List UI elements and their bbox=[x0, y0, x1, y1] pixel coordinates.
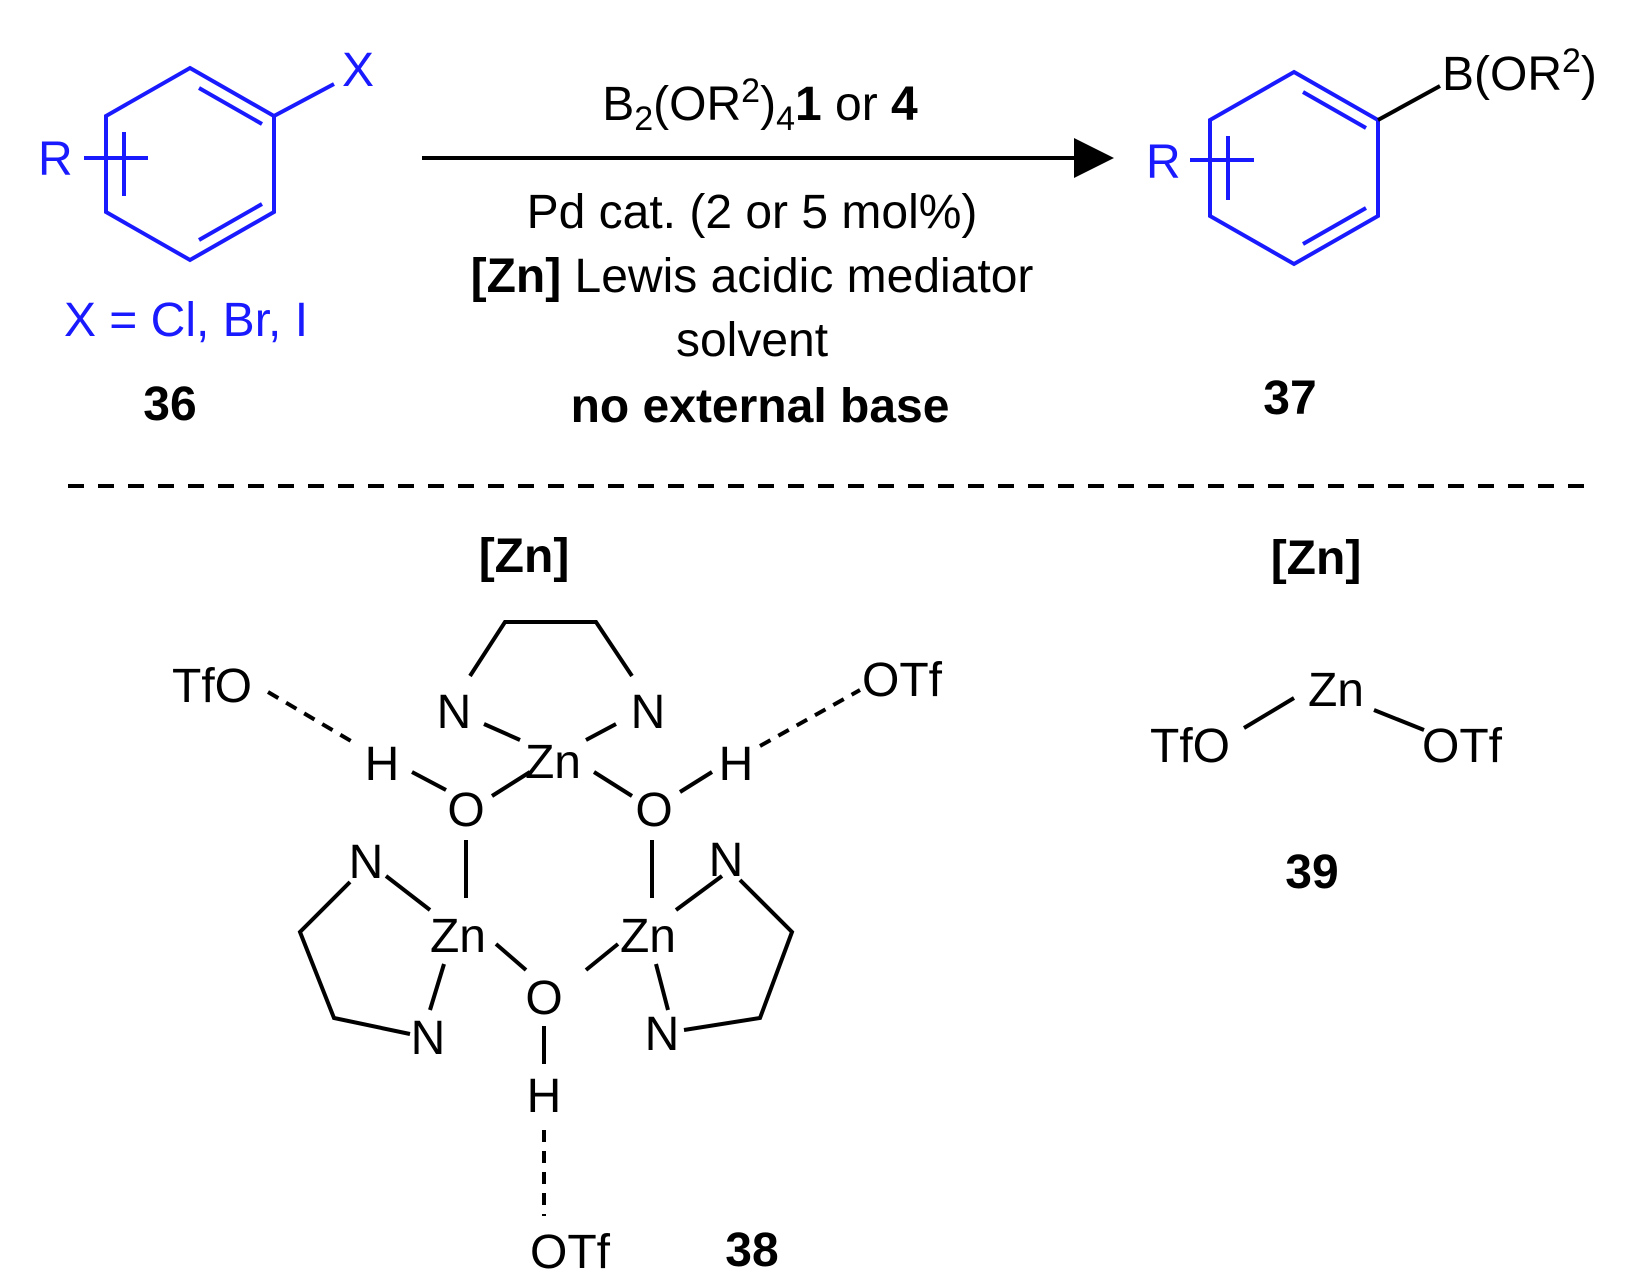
substrate-leaving-group: X bbox=[342, 44, 374, 97]
product-cb-bond bbox=[1377, 84, 1441, 122]
substrate-benzene-ring bbox=[104, 65, 276, 263]
solvent-label: solvent bbox=[676, 314, 828, 367]
zinc-top: Zn bbox=[525, 736, 581, 789]
zinc-right: Zn bbox=[620, 910, 676, 963]
right-ethylene-bridge bbox=[683, 878, 795, 1032]
nitrogen-left-upper: N bbox=[349, 836, 384, 889]
triflate-right-39: OTf bbox=[1422, 720, 1503, 773]
zinc-left: Zn bbox=[430, 910, 486, 963]
oxygen-right: O bbox=[635, 784, 672, 837]
substrate-cx-bond bbox=[273, 82, 335, 118]
oxygen-left: O bbox=[447, 784, 484, 837]
cluster-structure-38: TfO OTf N N Zn H H O O N N Zn Zn O N N H… bbox=[172, 620, 943, 1279]
hydrogen-central: H bbox=[527, 1070, 562, 1123]
nitrogen-top-right: N bbox=[631, 686, 666, 739]
nitrogen-top-left: N bbox=[437, 686, 472, 739]
cluster-number: 38 bbox=[725, 1224, 778, 1277]
nitrogen-right-upper: N bbox=[709, 834, 744, 887]
hydrogen-left: H bbox=[365, 738, 400, 791]
cluster-header: [Zn] bbox=[479, 530, 570, 583]
reagent-label: B2(OR2)41 or 4 bbox=[602, 72, 918, 138]
triflate-left: TfO bbox=[172, 660, 252, 713]
product-structure: B(OR2) R bbox=[1146, 42, 1597, 267]
triflate-right: OTf bbox=[862, 654, 943, 707]
substrate-structure: X R bbox=[38, 44, 374, 263]
substrate-substituent: R bbox=[38, 133, 73, 186]
nitrogen-left-lower: N bbox=[411, 1012, 446, 1065]
top-ethylene-bridge bbox=[468, 620, 634, 678]
catalyst-label: Pd cat. (2 or 5 mol%) bbox=[527, 186, 978, 239]
simple-number: 39 bbox=[1285, 846, 1338, 899]
triflate-bottom: OTf bbox=[530, 1226, 611, 1279]
substrate-number: 36 bbox=[143, 378, 196, 431]
triflate-left-39: TfO bbox=[1150, 720, 1230, 773]
zinc-center: Zn bbox=[1308, 664, 1364, 717]
left-ethylene-bridge bbox=[297, 880, 411, 1036]
product-benzene-ring bbox=[1208, 69, 1380, 267]
oxygen-central: O bbox=[525, 972, 562, 1025]
product-number: 37 bbox=[1263, 372, 1316, 425]
product-substituent: R bbox=[1146, 136, 1181, 189]
no-base-label: no external base bbox=[571, 380, 950, 433]
substrate-definition: X = Cl, Br, I bbox=[64, 294, 308, 347]
zinc-triflate-structure-39: Zn TfO OTf bbox=[1150, 664, 1503, 773]
nitrogen-right-lower: N bbox=[645, 1008, 680, 1061]
product-boronate-group: B(OR2) bbox=[1442, 42, 1597, 101]
simple-header: [Zn] bbox=[1271, 532, 1362, 585]
hydrogen-right: H bbox=[719, 738, 754, 791]
mediator-label: [Zn] Lewis acidic mediator bbox=[471, 250, 1034, 303]
